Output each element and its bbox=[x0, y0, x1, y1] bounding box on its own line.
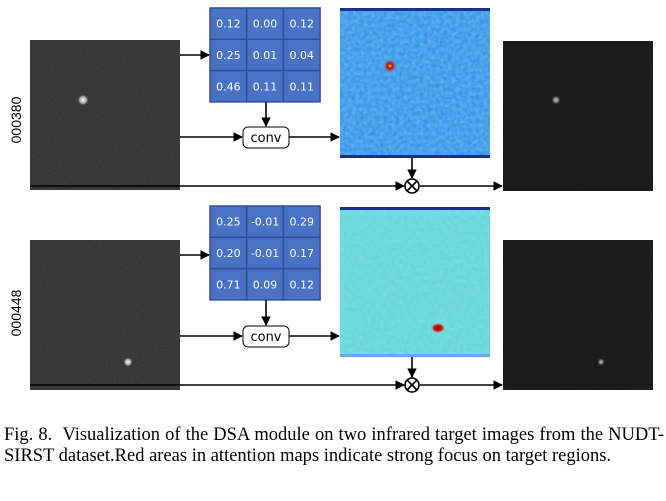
kernel-weight: 0.11 bbox=[290, 80, 315, 93]
kernel-weight: 0.71 bbox=[216, 278, 241, 291]
kernel-cell: 0.25 bbox=[209, 205, 248, 239]
kernel-cell: -0.01 bbox=[245, 236, 285, 270]
row-1-kernel-grid: 0.12 0.00 0.12 0.25 0.01 0.04 0.46 0.11 0.11 bbox=[209, 7, 321, 103]
kernel-cell: 0.00 bbox=[245, 7, 285, 41]
multiply-circle-icon bbox=[404, 178, 420, 194]
kernel-cell: -0.01 bbox=[245, 205, 285, 239]
row-2-attention-map bbox=[340, 207, 490, 357]
row-2: 000448 0.25 -0.01 0.29 0.20 -0.01 0.17 0.71 0.0… bbox=[8, 205, 653, 393]
caption-prefix: Fig. 8. bbox=[4, 425, 53, 445]
row-2-output-image bbox=[503, 240, 653, 390]
row-1-id: 000380 bbox=[8, 96, 24, 143]
kernel-weight: 0.00 bbox=[253, 18, 278, 31]
row-1-conv-box: conv bbox=[242, 126, 290, 149]
kernel-cell: 0.46 bbox=[209, 69, 248, 103]
kernel-cell: 0.17 bbox=[282, 236, 321, 270]
kernel-weight: 0.17 bbox=[290, 247, 315, 260]
kernel-weight: 0.25 bbox=[216, 216, 241, 229]
kernel-weight: 0.11 bbox=[253, 80, 278, 93]
row-2-kernel-grid: 0.25 -0.01 0.29 0.20 -0.01 0.17 0.71 0.09 0.12 bbox=[209, 205, 321, 301]
kernel-weight: -0.01 bbox=[251, 247, 279, 260]
kernel-cell: 0.09 bbox=[245, 267, 285, 301]
kernel-cell: 0.11 bbox=[245, 69, 285, 103]
row-1-output-image bbox=[503, 41, 653, 191]
kernel-cell: 0.12 bbox=[282, 7, 321, 41]
row-2-input-image bbox=[30, 240, 180, 390]
caption-text: Visualization of the DSA module on two i… bbox=[4, 425, 664, 466]
kernel-weight: 0.09 bbox=[253, 278, 278, 291]
figure-caption: Fig. 8. Visualization of the DSA module … bbox=[4, 425, 664, 467]
kernel-weight: 0.12 bbox=[216, 18, 241, 31]
kernel-cell: 0.01 bbox=[245, 38, 285, 72]
kernel-weight: 0.04 bbox=[290, 49, 315, 62]
row-1-attention-map bbox=[340, 8, 490, 158]
kernel-weight: 0.01 bbox=[253, 49, 278, 62]
row-2-conv-label: conv bbox=[250, 330, 281, 345]
kernel-cell: 0.12 bbox=[282, 267, 321, 301]
row-2-id: 000448 bbox=[8, 289, 24, 336]
row-1-conv-label: conv bbox=[250, 131, 281, 146]
kernel-cell: 0.11 bbox=[282, 69, 321, 103]
kernel-cell: 0.25 bbox=[209, 38, 248, 72]
kernel-weight: 0.25 bbox=[216, 49, 241, 62]
kernel-weight: -0.01 bbox=[251, 216, 279, 229]
kernel-cell: 0.04 bbox=[282, 38, 321, 72]
kernel-cell: 0.71 bbox=[209, 267, 248, 301]
row-2-conv-box: conv bbox=[242, 325, 290, 348]
kernel-weight: 0.46 bbox=[216, 80, 241, 93]
kernel-weight: 0.29 bbox=[290, 216, 315, 229]
row-1-input-image bbox=[30, 40, 180, 190]
kernel-cell: 0.29 bbox=[282, 205, 321, 239]
kernel-cell: 0.20 bbox=[209, 236, 248, 270]
kernel-weight: 0.12 bbox=[290, 18, 315, 31]
kernel-weight: 0.20 bbox=[216, 247, 241, 260]
multiply-circle-icon bbox=[404, 377, 420, 393]
kernel-weight: 0.12 bbox=[290, 278, 315, 291]
kernel-cell: 0.12 bbox=[209, 7, 248, 41]
